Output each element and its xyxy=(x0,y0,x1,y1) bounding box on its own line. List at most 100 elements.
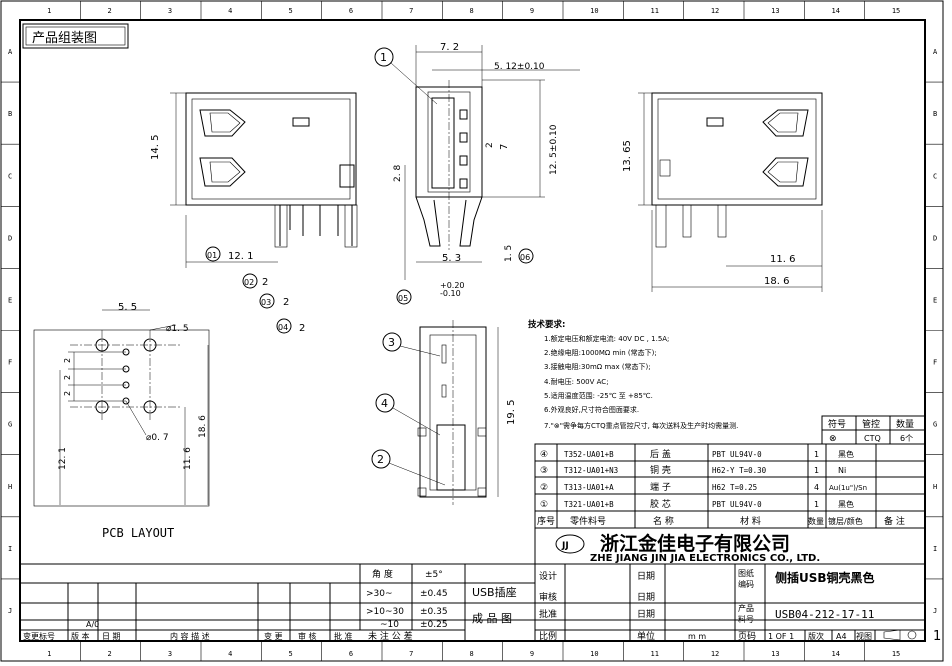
svg-text:④: ④ xyxy=(540,450,548,460)
dim-12-1: 12. 1 xyxy=(228,251,253,262)
drawing-name: 侧插USB铜壳黑色 xyxy=(775,570,875,585)
pcb-layout xyxy=(33,309,210,507)
svg-text:名 称: 名 称 xyxy=(653,515,674,527)
callout-1: 1 xyxy=(374,47,438,105)
company-logo-icon xyxy=(555,534,585,554)
header-label: 产品组装图 xyxy=(32,31,97,46)
svg-text:T312-UA01+N3: T312-UA01+N3 xyxy=(564,466,618,475)
dim-tol-plus: +0.20 xyxy=(440,281,465,290)
signoff-check: 审核 xyxy=(539,591,557,603)
tech-item-2: 2.绝缘电阻:1000MΩ min (常态下); xyxy=(544,348,657,357)
drawing-type: 成 品 图 xyxy=(472,612,512,625)
pcb-dim-2-a: 2 xyxy=(63,358,72,363)
pcb-dim-11-6: 11. 6 xyxy=(183,447,193,470)
svg-text:4: 4 xyxy=(381,397,388,410)
svg-text:胶 芯: 胶 芯 xyxy=(650,498,671,510)
callout-01: 01 xyxy=(205,246,221,262)
ruler-row-left: A xyxy=(8,48,13,56)
ctq-table: 符号 管控 数量 ⊗ CTQ 6个 xyxy=(821,415,926,445)
tol-row-3-value: ±0.25 xyxy=(420,620,448,630)
svg-text:1: 1 xyxy=(814,450,819,459)
side-view xyxy=(404,45,580,280)
ruler-col-bottom: 10 xyxy=(590,650,598,658)
dim-13-65: 13. 65 xyxy=(622,140,633,172)
size-label: 版次 xyxy=(808,631,824,641)
view-label: 视图 xyxy=(856,631,872,641)
tol-row-3-range: ~10 xyxy=(380,620,399,630)
rev-header-version: 版 本 xyxy=(71,631,90,641)
ruler-row-right: C xyxy=(933,172,937,180)
svg-text:材 料: 材 料 xyxy=(740,515,761,527)
svg-text:T321-UA01+B: T321-UA01+B xyxy=(564,500,614,509)
ruler-row-right: G xyxy=(933,421,937,429)
svg-text:02: 02 xyxy=(244,278,254,287)
ruler-col-top: 6 xyxy=(349,7,353,15)
part-no: USB04-212-17-11 xyxy=(775,608,874,621)
callout-06: 06 xyxy=(518,248,534,264)
svg-text:CTQ: CTQ xyxy=(864,434,881,443)
svg-text:数量: 数量 xyxy=(808,516,824,526)
ruler-row-left: H xyxy=(8,483,12,491)
dim-14-5: 14. 5 xyxy=(150,135,161,160)
callout-02: 02 xyxy=(242,273,258,289)
ruler-col-bottom: 8 xyxy=(470,650,474,658)
pcb-dim-1-5: ⌀1. 5 xyxy=(166,324,189,334)
pcb-dim-2-b: 2 xyxy=(63,375,72,380)
svg-text:05: 05 xyxy=(398,294,408,303)
svg-text:Au(1u")/Sn: Au(1u")/Sn xyxy=(829,484,867,492)
signoff-unit: 单位 xyxy=(637,630,655,642)
pcb-dim-2-c: 2 xyxy=(63,391,72,396)
svg-text:4: 4 xyxy=(814,483,819,492)
tol-row-2-range: >10~30 xyxy=(366,607,404,617)
ruler-col-top: 15 xyxy=(892,7,900,15)
signoff-design: 设计 xyxy=(539,570,557,582)
tech-item-3: 3.接触电阻:30mΩ max (常态下); xyxy=(544,362,651,371)
dim-7-2: 7. 2 xyxy=(440,42,459,53)
svg-text:符号: 符号 xyxy=(828,418,846,430)
ruler-col-bottom: 13 xyxy=(771,650,779,658)
ruler-col-top: 9 xyxy=(530,7,534,15)
ruler-row-left: F xyxy=(8,359,12,367)
front-view xyxy=(170,92,358,268)
svg-text:T352-UA01+B: T352-UA01+B xyxy=(564,450,614,459)
signoff-date-1: 日期 xyxy=(637,571,655,582)
svg-text:1: 1 xyxy=(380,51,387,64)
drawing-name-label-1: 图纸 xyxy=(738,568,754,578)
svg-text:H62-Y T=0.30: H62-Y T=0.30 xyxy=(712,466,767,475)
back-view xyxy=(638,92,823,292)
company-name-en: ZHE JIANG JIN JIA ELECTRONICS CO., LTD. xyxy=(590,553,820,564)
svg-text:1: 1 xyxy=(814,500,819,509)
tech-item-7: 7."⊗"需争每方CTQ重点管控尺寸, 每次送料及生产时均需量测. xyxy=(544,421,738,430)
svg-text:PBT UL94V-0: PBT UL94V-0 xyxy=(712,500,762,509)
svg-text:备 注: 备 注 xyxy=(884,515,905,527)
signoff-scale: 比例 xyxy=(539,630,557,642)
ruler-col-bottom: 11 xyxy=(651,650,659,658)
size-value: A4 xyxy=(836,632,847,641)
rev-header-desc: 内 容 描 述 xyxy=(170,631,210,641)
ruler-col-top: 10 xyxy=(590,7,598,15)
tol-row-2-value: ±0.35 xyxy=(420,607,448,617)
company-name-cn: 浙江金佳电子有限公司 xyxy=(600,532,790,555)
callout-3: 3 xyxy=(382,332,441,357)
svg-text:数量: 数量 xyxy=(896,418,914,430)
dim-2-8: 2. 8 xyxy=(393,165,403,182)
dim-tol-minus: -0.10 xyxy=(440,289,461,298)
part-no-label-2: 料号 xyxy=(738,614,754,624)
ruler-row-left: I xyxy=(8,545,12,553)
dim-19-5: 19. 5 xyxy=(506,400,517,425)
side-number: 1 xyxy=(933,629,941,644)
svg-text:②: ② xyxy=(540,483,548,493)
tech-item-5: 5.适用温度范围: -25℃ 至 +85℃. xyxy=(544,391,653,400)
svg-text:2: 2 xyxy=(377,453,384,466)
svg-text:①: ① xyxy=(540,500,548,510)
top-view xyxy=(417,320,499,505)
svg-text:H62 T=0.25: H62 T=0.25 xyxy=(712,483,757,492)
svg-text:JJ: JJ xyxy=(561,541,569,551)
drawing-name-label-2: 编码 xyxy=(738,579,754,589)
